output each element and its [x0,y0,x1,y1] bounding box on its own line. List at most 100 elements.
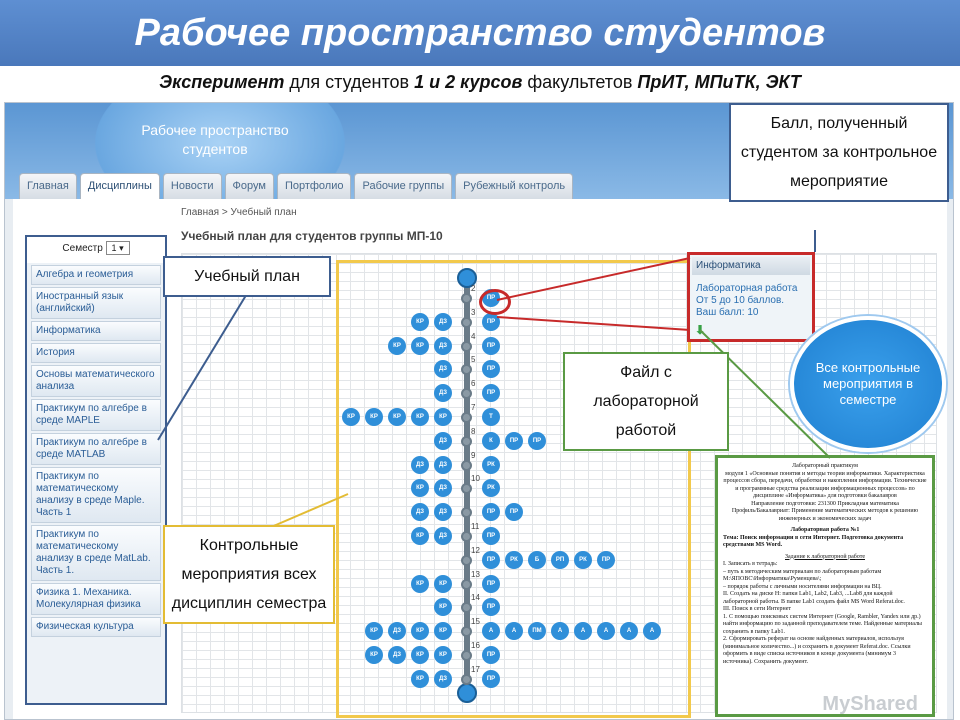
semester-node[interactable] [461,673,472,685]
event-dot[interactable]: А [597,622,615,641]
sidebar-item-discipline[interactable]: Информатика [31,321,161,341]
event-dot[interactable]: ДЗ [434,479,452,498]
semester-node[interactable] [461,364,472,376]
event-dot[interactable]: ПР [482,669,500,688]
event-dot[interactable]: ДЗ [411,455,429,474]
event-dot[interactable]: ДЗ [434,503,452,522]
event-dot[interactable]: ДЗ [434,360,452,379]
semester-node[interactable] [461,435,472,447]
event-dot[interactable]: ДЗ [434,431,452,450]
event-dot[interactable]: А [574,622,592,641]
event-dot[interactable]: ДЗ [434,384,452,403]
breadcrumb[interactable]: Главная > Учебный план [181,207,297,218]
event-dot[interactable]: Т [482,408,500,426]
event-dot[interactable]: Б [528,550,546,569]
event-dot[interactable]: А [620,622,638,641]
event-dot[interactable]: КР [365,408,383,426]
sidebar-item-discipline[interactable]: Практикум по алгебре в среде MAPLE [31,399,161,431]
semester-node[interactable] [461,602,472,614]
semester-node[interactable] [461,388,472,400]
event-dot[interactable]: КР [365,646,383,664]
semester-node[interactable] [461,316,472,328]
semester-node[interactable] [461,340,472,352]
event-dot[interactable]: ДЗ [434,455,452,474]
sidebar-item-discipline[interactable]: Алгебра и геометрия [31,265,161,285]
tab-0[interactable]: Главная [19,173,77,199]
semester-node[interactable] [461,650,472,661]
event-dot[interactable]: КР [411,622,429,641]
event-dot[interactable]: РК [482,455,500,474]
event-dot[interactable]: ДЗ [388,646,406,664]
semester-selector[interactable]: Семестр 1 ▾ [27,237,165,263]
semester-node[interactable] [461,459,472,471]
event-dot[interactable]: РП [551,550,569,569]
event-dot[interactable]: ПР [505,431,523,450]
semester-node[interactable] [461,483,472,495]
event-dot[interactable]: ПР [482,550,500,569]
semester-node[interactable] [461,554,472,566]
event-dot[interactable]: А [482,622,500,641]
event-dot[interactable]: ДЗ [434,336,452,355]
event-dot[interactable]: КР [434,574,452,593]
event-dot[interactable]: ДЗ [388,622,406,641]
event-dot[interactable]: КР [434,622,452,641]
event-dot[interactable]: ДЗ [434,669,452,688]
sidebar-item-discipline[interactable]: Физика 1. Механика. Молекулярная физика [31,583,161,615]
all-events-button[interactable]: Все контрольные мероприятия в семестре [790,316,946,452]
event-dot[interactable]: КР [411,479,429,498]
event-dot[interactable]: КР [411,646,429,664]
sidebar-item-discipline[interactable]: Практикум по математическому анализу в с… [31,467,161,523]
event-dot[interactable]: К [482,431,500,450]
event-dot[interactable]: КР [434,408,452,426]
event-dot[interactable]: ПР [482,527,500,545]
sidebar-item-discipline[interactable]: Основы математического анализа [31,365,161,397]
tab-2[interactable]: Новости [162,173,222,199]
tab-3[interactable]: Форум [224,173,274,199]
event-dot[interactable]: ПР [482,360,500,379]
event-dot[interactable]: ДЗ [434,527,452,545]
semester-node[interactable] [461,293,472,304]
semester-node[interactable] [461,626,472,638]
sidebar-item-discipline[interactable]: История [31,343,161,363]
event-dot[interactable]: ПР [505,503,523,522]
sidebar-item-discipline[interactable]: Иностранный язык (английский) [31,287,161,319]
event-dot[interactable]: РК [574,550,592,569]
event-dot[interactable]: КР [411,669,429,688]
event-dot[interactable]: А [643,622,661,641]
event-dot[interactable]: ПР [482,598,500,617]
sidebar-item-discipline[interactable]: Физическая культура [31,617,161,637]
sidebar-item-discipline[interactable]: Практикум по математическому анализу в с… [31,525,161,581]
event-dot[interactable]: КР [388,336,406,355]
event-dot[interactable]: РК [482,479,500,498]
sidebar-item-discipline[interactable]: Практикум по алгебре в среде MATLAB [31,433,161,465]
event-dot[interactable]: ПР [482,384,500,403]
event-dot[interactable]: КР [434,646,452,664]
event-dot[interactable]: КР [365,622,383,641]
event-dot[interactable]: КР [411,527,429,545]
event-dot[interactable]: А [551,622,569,641]
event-dot[interactable]: ПР [482,574,500,593]
semester-node[interactable] [461,578,472,590]
event-dot[interactable]: ПМ [528,622,546,641]
semester-node[interactable] [461,412,472,423]
event-dot[interactable]: КР [434,598,452,617]
event-dot[interactable]: КР [411,336,429,355]
tab-6[interactable]: Рубежный контроль [455,173,574,199]
event-dot[interactable]: ПР [482,336,500,355]
event-dot[interactable]: ПР [482,646,500,664]
event-dot[interactable]: ПР [597,550,615,569]
semester-node[interactable] [461,531,472,542]
semester-select[interactable]: 1 ▾ [105,241,130,256]
tab-4[interactable]: Портфолио [276,173,352,199]
tab-5[interactable]: Рабочие группы [354,173,453,199]
tab-1[interactable]: Дисциплины [79,173,160,199]
event-dot[interactable]: КР [388,408,406,426]
event-dot[interactable]: А [505,622,523,641]
site-title[interactable]: Рабочее пространство студентов [141,122,289,157]
event-dot[interactable]: ПР [482,312,500,331]
semester-node[interactable] [461,507,472,519]
event-dot[interactable]: ДЗ [411,503,429,522]
timeline-up-icon[interactable] [457,268,477,288]
event-dot[interactable]: КР [411,408,429,426]
event-dot[interactable]: ПР [528,431,546,450]
